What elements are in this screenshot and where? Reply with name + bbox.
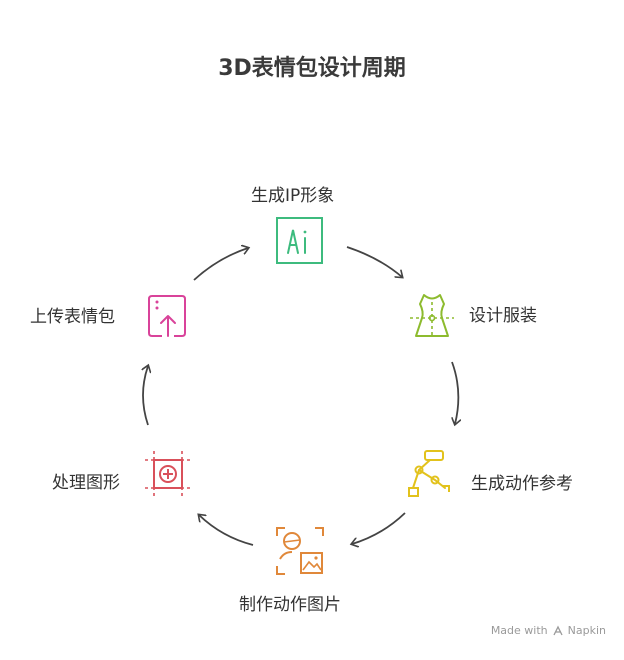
arrow-2 — [452, 361, 458, 424]
step-label-costume: 设计服装 — [469, 306, 537, 326]
step-label-process: 处理图形 — [52, 473, 120, 493]
page-title: 3D表情包设计周期 — [218, 56, 406, 81]
made-with-napkin: Made with Napkin — [491, 624, 606, 637]
step-label-motion-ref: 生成动作参考 — [471, 474, 573, 494]
arrow-3 — [352, 512, 406, 544]
dress-icon — [410, 294, 454, 337]
arrow-1 — [346, 246, 402, 277]
upload-doc-icon — [148, 295, 186, 337]
arrow-5 — [143, 366, 148, 426]
napkin-brand-text: Napkin — [567, 624, 606, 637]
step-label-motion-images: 制作动作图片 — [239, 595, 341, 615]
arrow-6 — [193, 248, 248, 281]
arrow-4 — [199, 515, 254, 546]
image-person-icon — [276, 527, 324, 575]
step-label-upload: 上传表情包 — [30, 307, 115, 327]
made-with-text: Made with — [490, 624, 548, 637]
step-label-ip: 生成IP形象 — [251, 186, 335, 206]
napkin-logo-icon — [553, 625, 563, 635]
frame-plus-icon — [145, 451, 191, 497]
robot-arm-icon — [408, 450, 450, 497]
ai-icon — [276, 217, 323, 264]
